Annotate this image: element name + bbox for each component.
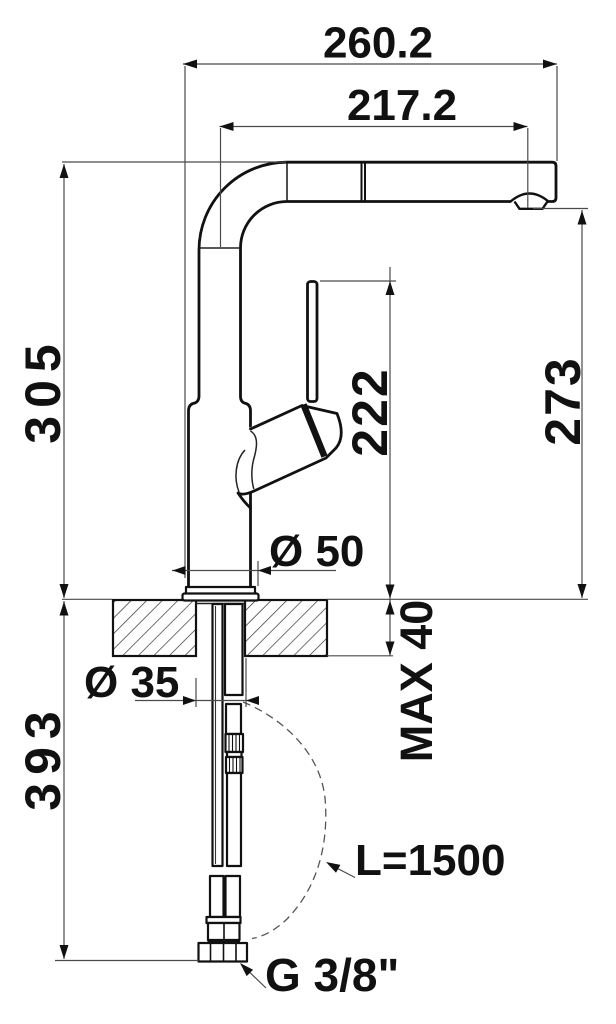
hose-tube-lower [224,874,242,919]
dim-label-spout-reach: 217.2 [347,81,457,130]
thread-lines-1 [228,735,241,751]
countertop-right [243,598,329,658]
arrow-base-dia-right [258,566,271,575]
arrow-height-above-bottom [59,584,69,598]
arrow-counter-bottom [385,641,395,656]
aerator-outlet [513,200,549,210]
dim-label-outlet-height: 273 [535,356,591,445]
hose-loop-dashed [242,701,327,940]
arrow-hole-dia-left [183,696,196,705]
supply-tube [211,602,224,868]
arrow-reach-right [513,122,528,131]
arrow-lever-bottom [385,584,395,599]
arrow-outlet-bottom [577,584,587,598]
handle-cone-contour-1 [250,430,258,490]
fitting-gasket [207,939,240,943]
hose-connector [224,702,243,736]
handle-cone-contour-2 [235,449,246,493]
arrow-base-dia-left [172,566,186,575]
handle-band [300,403,328,458]
dim-label-base-diameter: Ø 50 [269,527,364,576]
arrow-below-deck-top [59,601,69,616]
dim-label-below-deck-length: 393 [15,703,71,810]
dim-label-overall-projection: 260.2 [323,19,433,68]
mounting-shank [223,602,244,697]
arrow-overall-left [183,59,197,69]
handle-lever-rod [306,280,319,403]
arrow-lever-top [385,281,395,295]
thread-lines-2 [228,758,241,772]
dim-label-thread-size: G 3/8" [265,949,399,1001]
aerator-dome [509,192,550,203]
arrow-hole-dia-right [246,696,259,705]
base-flange-bottom [181,592,260,602]
dim-label-hose-length: L=1500 [355,836,505,885]
dimension-labels-group: 260.2 217.2 305 393 222 273 MAX 40 Ø 50 … [15,19,591,1002]
arrow-thread [240,963,254,977]
dim-label-max-counter-thickness: MAX 40 [391,600,442,763]
spout-and-body-outline [187,160,558,589]
dimension-lines-group [55,59,588,989]
handle-outline [236,404,343,510]
thread-block-1 [224,732,245,754]
arrow-reach-left [219,122,234,131]
dim-label-height-above-deck: 305 [15,336,71,443]
arrow-below-deck-bottom [59,945,69,959]
hose-tube [225,771,243,868]
supply-tube-lower [208,874,225,919]
arrow-outlet-top [577,210,587,225]
countertop-left [111,598,198,658]
dim-label-lever-top-height: 222 [342,367,398,456]
arrow-height-above-top [59,164,69,178]
dim-label-hole-diameter: Ø 35 [84,658,179,707]
arrow-counter-top [385,600,395,615]
arrow-hose-length [326,862,341,873]
hex-flat-lines [209,944,237,961]
arrow-overall-right [543,59,557,69]
faucet-outline-group [111,160,558,963]
